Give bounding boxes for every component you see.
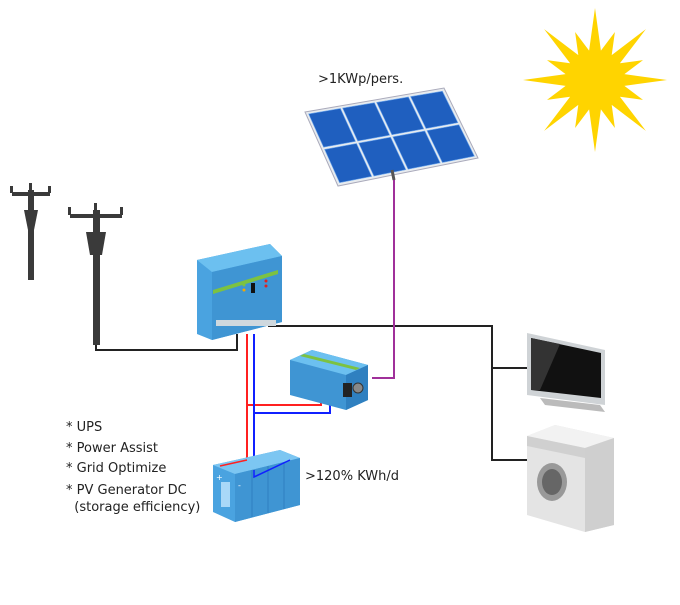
feature-item: * PV Generator DC: [66, 482, 187, 498]
solar-cell: [392, 130, 441, 170]
feature-list: * UPS * Power Assist * Grid Optimize * P…: [66, 418, 200, 516]
solar-panel: [304, 87, 479, 187]
sun-icon: [523, 8, 667, 152]
washing-machine: [527, 425, 614, 532]
solar-cell: [324, 143, 373, 184]
solar-cell: [426, 124, 475, 163]
feature-item: * Grid Optimize: [66, 461, 167, 476]
inverter-charger: [197, 244, 282, 340]
feature-item: * UPS: [66, 420, 103, 435]
solar-cell: [308, 108, 356, 148]
sun-shape: [523, 8, 667, 152]
pv-cable: [372, 178, 395, 379]
utility-pole-2: [68, 203, 123, 345]
ac-output-cable: [268, 325, 527, 461]
utility-pole-1: [10, 183, 51, 280]
solar-cell: [376, 96, 425, 136]
solar-cell: [342, 102, 391, 142]
svg-text:+: +: [216, 473, 223, 482]
television: [527, 333, 605, 412]
battery-bank: +-: [213, 450, 300, 522]
solar-cell: [410, 90, 459, 129]
feature-item: * Power Assist: [66, 440, 158, 456]
storage-capacity-label: >120% KWh/d: [305, 469, 399, 484]
pv-capacity-label: >1KWp/pers.: [318, 72, 404, 87]
feature-item: (storage efficiency): [66, 499, 201, 515]
solar-cell: [358, 136, 407, 177]
battery-charger: [290, 350, 368, 410]
svg-text:-: -: [238, 481, 241, 490]
